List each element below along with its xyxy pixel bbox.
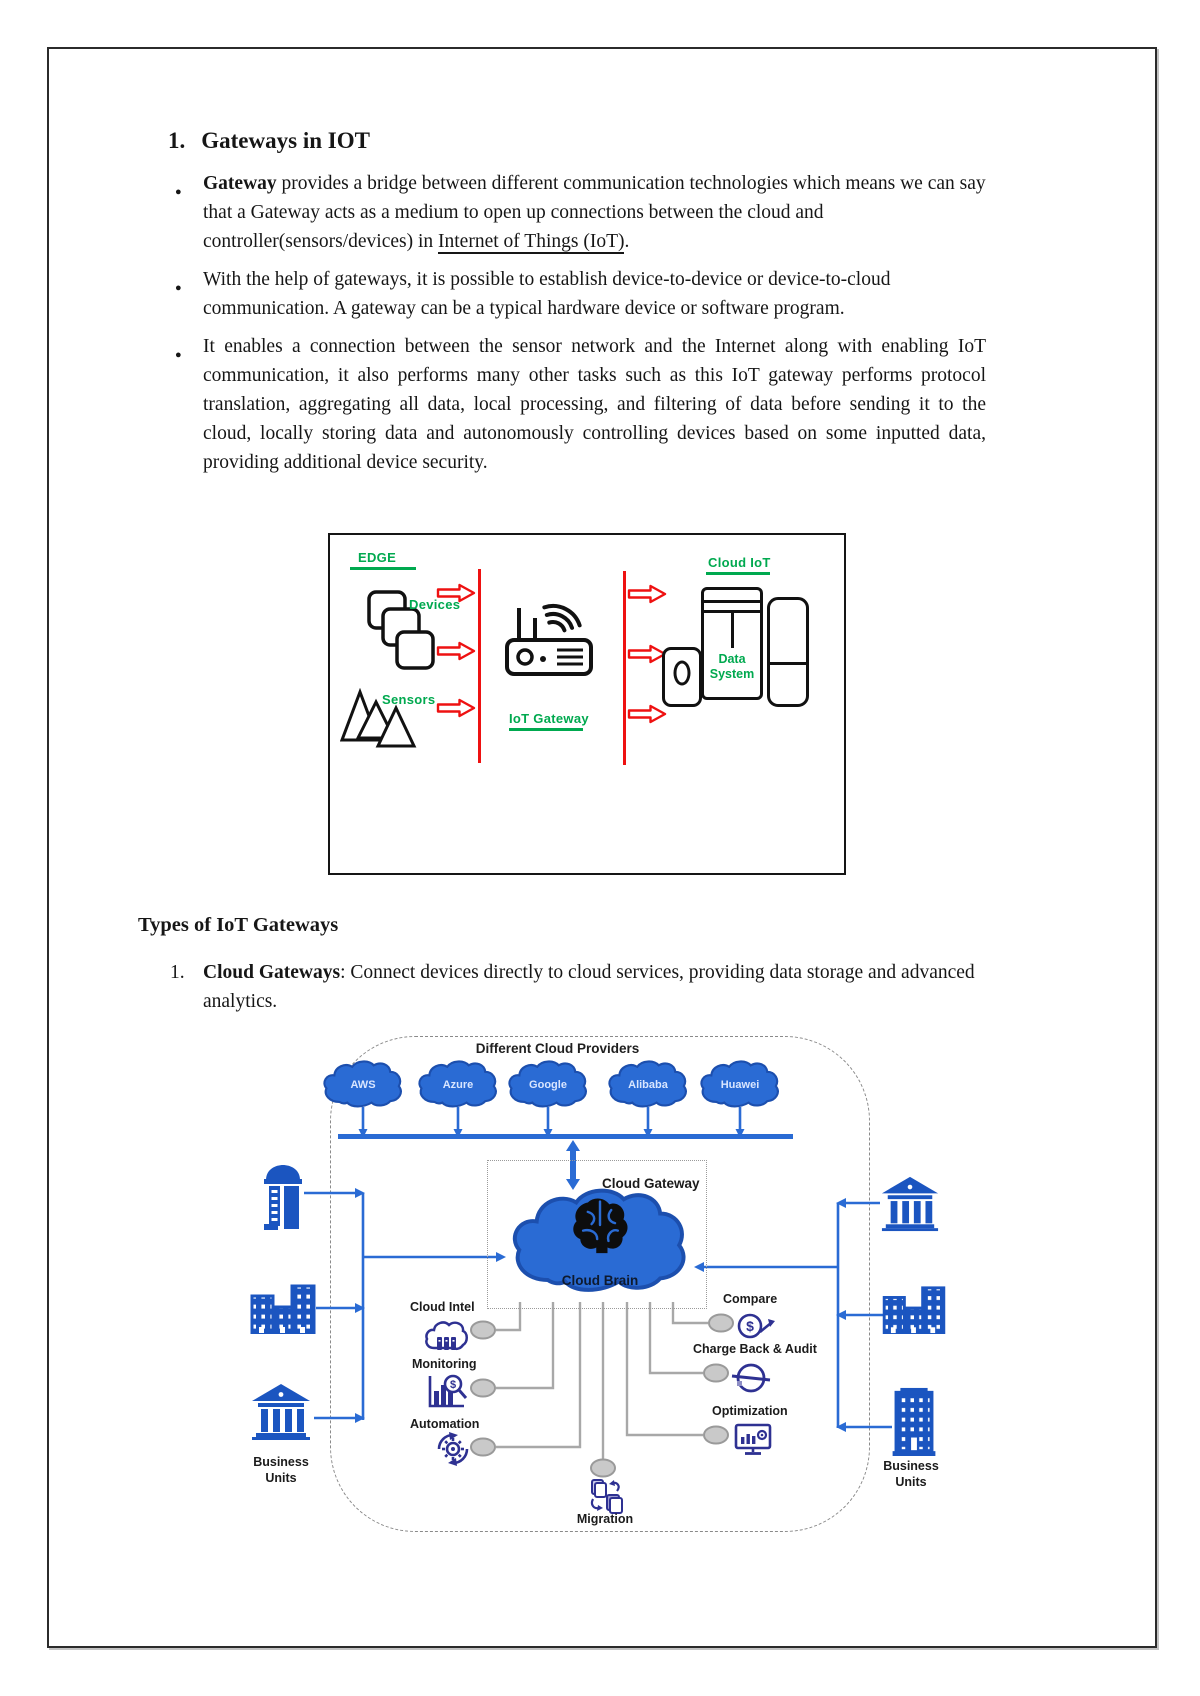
phone-icon [662, 647, 702, 707]
migration-icon [590, 1479, 623, 1514]
red-arrow-icon [627, 704, 667, 724]
bullet2-text: With the help of gateways, it is possibl… [203, 269, 891, 319]
cloud-intel-icon [425, 1321, 468, 1351]
bullet1-lead: Gateway [203, 173, 277, 194]
edge-underline [350, 567, 416, 570]
bullet1-underlined-phrase: Internet of Things (IoT) [438, 231, 625, 254]
cloud-gateway-label: Cloud Gateway [602, 1176, 700, 1191]
item-label-optimization: Optimization [712, 1404, 788, 1418]
bullet-icon: ● [175, 349, 182, 361]
bullet-device-to-device: ● With the help of gateways, it is possi… [168, 265, 986, 323]
provider-cloud-alibaba: Alibaba [605, 1058, 691, 1110]
bullet-icon: ● [175, 186, 182, 198]
red-arrow-icon [436, 583, 476, 603]
storage-cabinet-icon [767, 597, 809, 707]
page-border [47, 47, 1157, 1648]
provider-label: Azure [442, 1079, 474, 1091]
business-units-right-label: Business Units [883, 1459, 939, 1489]
item-label-automation: Automation [410, 1417, 480, 1431]
svg-text:$: $ [450, 1379, 456, 1391]
heading-text: Gateways in IOT [201, 128, 370, 153]
provider-cloud-huawei: Huawei [697, 1058, 783, 1110]
brain-icon [573, 1198, 628, 1254]
devices-label: Devices [409, 597, 461, 612]
provider-label: Google [529, 1079, 567, 1091]
monitoring-icon: $ [428, 1374, 468, 1408]
section-heading: Types of IoT Gateways [138, 914, 339, 936]
bullet-gateway-definition: ● Gateway provides a bridge between diff… [168, 169, 986, 256]
page-title: 1. Gateways in IOT [168, 128, 986, 154]
cloud-boundary-line [623, 571, 626, 765]
edge-label: EDGE [358, 550, 397, 565]
cloud-iot-underline [706, 572, 770, 575]
red-arrow-icon [436, 698, 476, 718]
item-label-monitoring: Monitoring [412, 1357, 477, 1371]
cloud-iot-label: Cloud IoT [708, 555, 771, 570]
connector-lines [304, 1107, 892, 1478]
bank-building-icon [250, 1382, 312, 1440]
router-icon [505, 604, 593, 676]
bank-building-icon [880, 1174, 940, 1232]
sensors-label: Sensors [382, 692, 436, 707]
provider-label: Alibaba [628, 1079, 668, 1091]
heading-number: 1. [168, 128, 186, 153]
bullet1-tail: . [624, 231, 630, 252]
edge-boundary-line [478, 569, 481, 763]
server-cabinet-icon: Data System [701, 587, 763, 700]
iot-gateway-label: IoT Gateway [509, 711, 589, 726]
data-system-label: Data System [709, 652, 755, 681]
provider-cloud-google: Google [505, 1058, 591, 1110]
bullet-gateway-tasks: ● It enables a connection between the se… [168, 332, 986, 477]
bullet3-text: It enables a connection between the sens… [203, 336, 986, 473]
provider-cloud-aws: AWS [320, 1058, 406, 1110]
numbered-item-cloud-gateways: 1. Cloud Gateways: Connect devices direc… [168, 958, 988, 1016]
svg-text:$: $ [746, 1318, 754, 1334]
city-buildings-icon [250, 1282, 316, 1334]
provider-label: Huawei [720, 1079, 760, 1091]
bullet1-body: provides a bridge between different comm… [203, 173, 986, 252]
item-label-compare: Compare [723, 1292, 778, 1306]
tower-building-icon [260, 1162, 306, 1232]
iot-gateway-underline [509, 728, 583, 731]
document-body: 1. Gateways in IOT ● Gateway provides a … [168, 128, 986, 486]
item-label-chargeback: Charge Back & Audit [693, 1342, 817, 1356]
business-units-left-label: Business Units [253, 1455, 309, 1485]
bullet-icon: ● [175, 282, 182, 294]
provider-cloud-azure: Azure [415, 1058, 501, 1110]
automation-icon [437, 1432, 469, 1466]
compare-icon: $ [737, 1313, 775, 1339]
chargeback-audit-icon [731, 1363, 771, 1393]
sensors-icon [340, 688, 417, 748]
item-text: : Connect devices directly to cloud serv… [203, 962, 975, 1012]
wifi-signal-icon [542, 604, 582, 633]
city-buildings-icon [882, 1284, 946, 1334]
item-label-migration: Migration [576, 1512, 634, 1526]
item-lead: Cloud Gateways [203, 962, 341, 983]
cloud-brain-label: Cloud Brain [561, 1273, 639, 1288]
item-number: 1. [170, 962, 185, 983]
red-arrow-icon [627, 584, 667, 604]
optimization-icon [734, 1423, 772, 1455]
cloud-brain: Cloud Brain [505, 1185, 695, 1303]
phone-button [673, 660, 691, 686]
red-arrow-icon [436, 641, 476, 661]
cloud-diagram-title: Different Cloud Providers [475, 1041, 640, 1056]
provider-label: AWS [350, 1079, 376, 1091]
devices-icon [367, 590, 435, 670]
red-arrow-icon [627, 644, 667, 664]
item-label-cloud-intel: Cloud Intel [410, 1300, 475, 1314]
office-building-icon [890, 1386, 938, 1456]
cloud-gateway-box [487, 1160, 707, 1309]
cloud-diagram-border [330, 1036, 870, 1532]
